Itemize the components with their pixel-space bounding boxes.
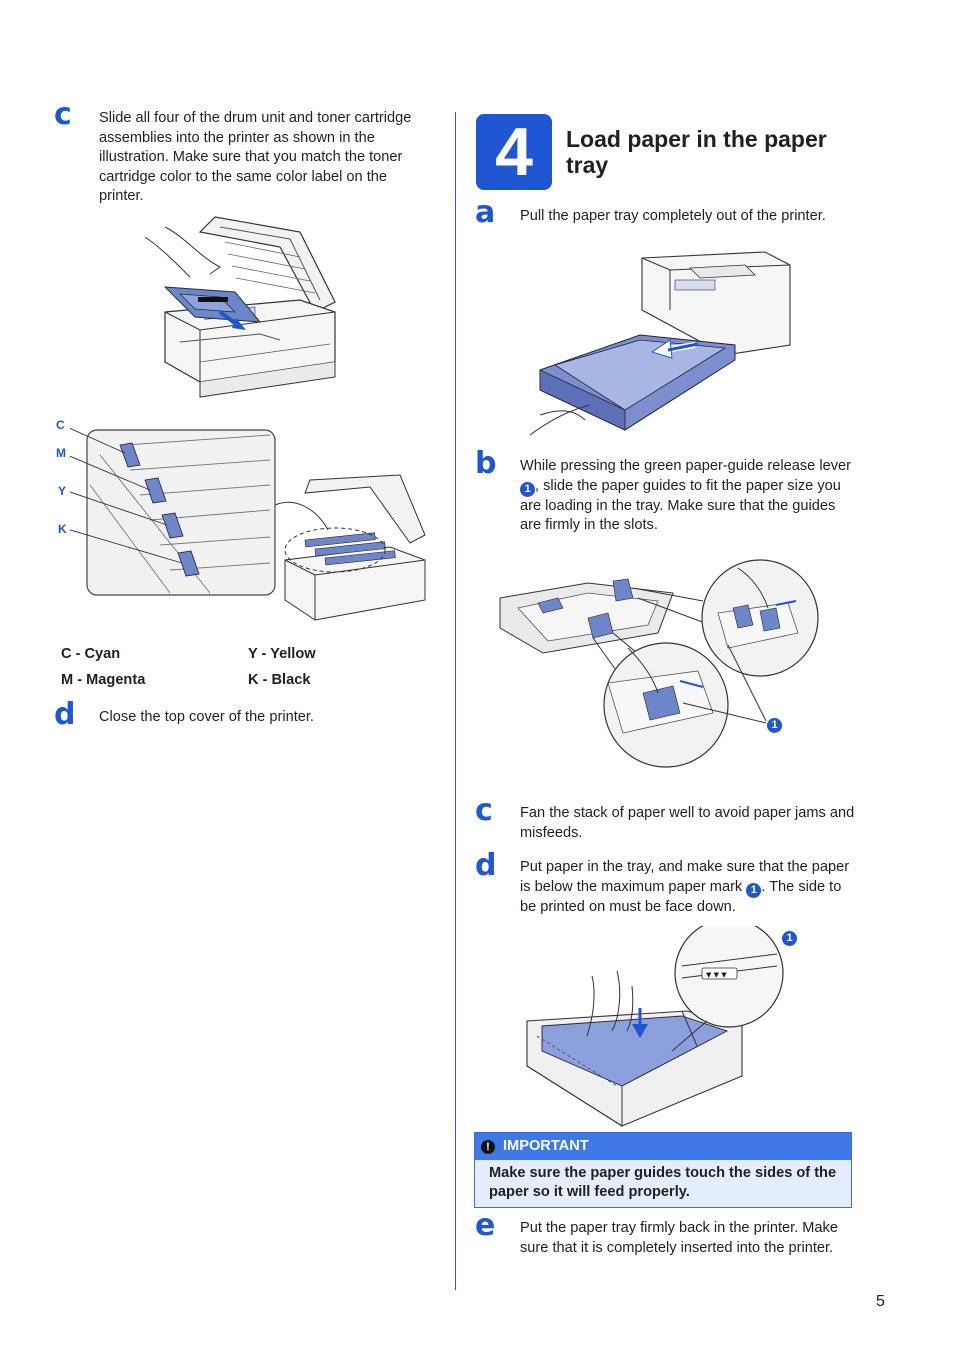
- paper-guide-illustration: [499, 559, 819, 768]
- step-a-text: Pull the paper tray completely out of th…: [520, 208, 826, 224]
- legend-black: K - Black: [248, 672, 311, 688]
- step-a-letter: a: [475, 195, 496, 230]
- important-text: Make sure the paper guides touch the sid…: [489, 1165, 837, 1200]
- step-b-text-part2: , slide the paper guides to fit the pape…: [520, 477, 841, 534]
- step-d-letter: d: [54, 697, 76, 732]
- step-number-box: 4: [476, 114, 552, 190]
- pull-tray-illustration: [530, 251, 791, 436]
- legend-yellow: Y - Yellow: [248, 646, 316, 662]
- legend-cyan: C - Cyan: [61, 646, 121, 662]
- step-b-text-part1: While pressing the green paper-guide rel…: [520, 458, 851, 474]
- callout-y: Y: [58, 484, 67, 498]
- exclamation-icon: !: [481, 1140, 495, 1154]
- svg-text:▼ ▼ ▼: ▼ ▼ ▼: [706, 971, 727, 979]
- step-c-right-text: Fan the stack of paper well to avoid pap…: [520, 805, 855, 841]
- step-d-text-part1: Put paper in the tray, and make sure tha…: [520, 859, 850, 895]
- drum-insert-illustration: [144, 216, 336, 398]
- step-d-text: Close the top cover of the printer.: [99, 709, 314, 725]
- step-c-right-letter: c: [475, 793, 493, 828]
- step-b-letter: b: [475, 446, 497, 481]
- drum-color-label-illustration: [70, 427, 426, 621]
- page-number: 5: [876, 1293, 885, 1310]
- step-e-letter: e: [475, 1208, 496, 1243]
- step-c-text: Slide all four of the drum unit and tone…: [99, 110, 412, 205]
- step-d-right-letter: d: [475, 848, 497, 883]
- step-e-text: Put the paper tray firmly back in the pr…: [520, 1220, 838, 1256]
- legend-magenta: M - Magenta: [61, 672, 146, 688]
- important-box: ! IMPORTANT Make sure the paper guides t…: [474, 1132, 852, 1208]
- callout-m: M: [56, 446, 66, 460]
- marker-1-icon: 1: [520, 481, 535, 497]
- important-title: IMPORTANT: [503, 1138, 589, 1154]
- callout-c: C: [56, 418, 65, 432]
- column-divider: [455, 112, 456, 1290]
- section-heading: Load paper in the paper tray: [566, 126, 827, 178]
- step-c-letter: c: [54, 97, 72, 132]
- load-paper-illustration: ▼ ▼ ▼: [526, 926, 784, 1127]
- callout-k: K: [58, 522, 67, 536]
- marker-1-icon: 1: [746, 882, 762, 898]
- step-d-text-part2: . The side to be printed on must be face…: [520, 878, 842, 915]
- step-d-right-text: Put paper in the tray, and make sure tha…: [520, 858, 855, 917]
- callout-marker-1-icon: 1: [767, 718, 782, 733]
- important-header: ! IMPORTANT: [475, 1133, 851, 1160]
- callout-marker-1b-icon: 1: [782, 931, 797, 946]
- step-b-text: While pressing the green paper-guide rel…: [520, 457, 855, 536]
